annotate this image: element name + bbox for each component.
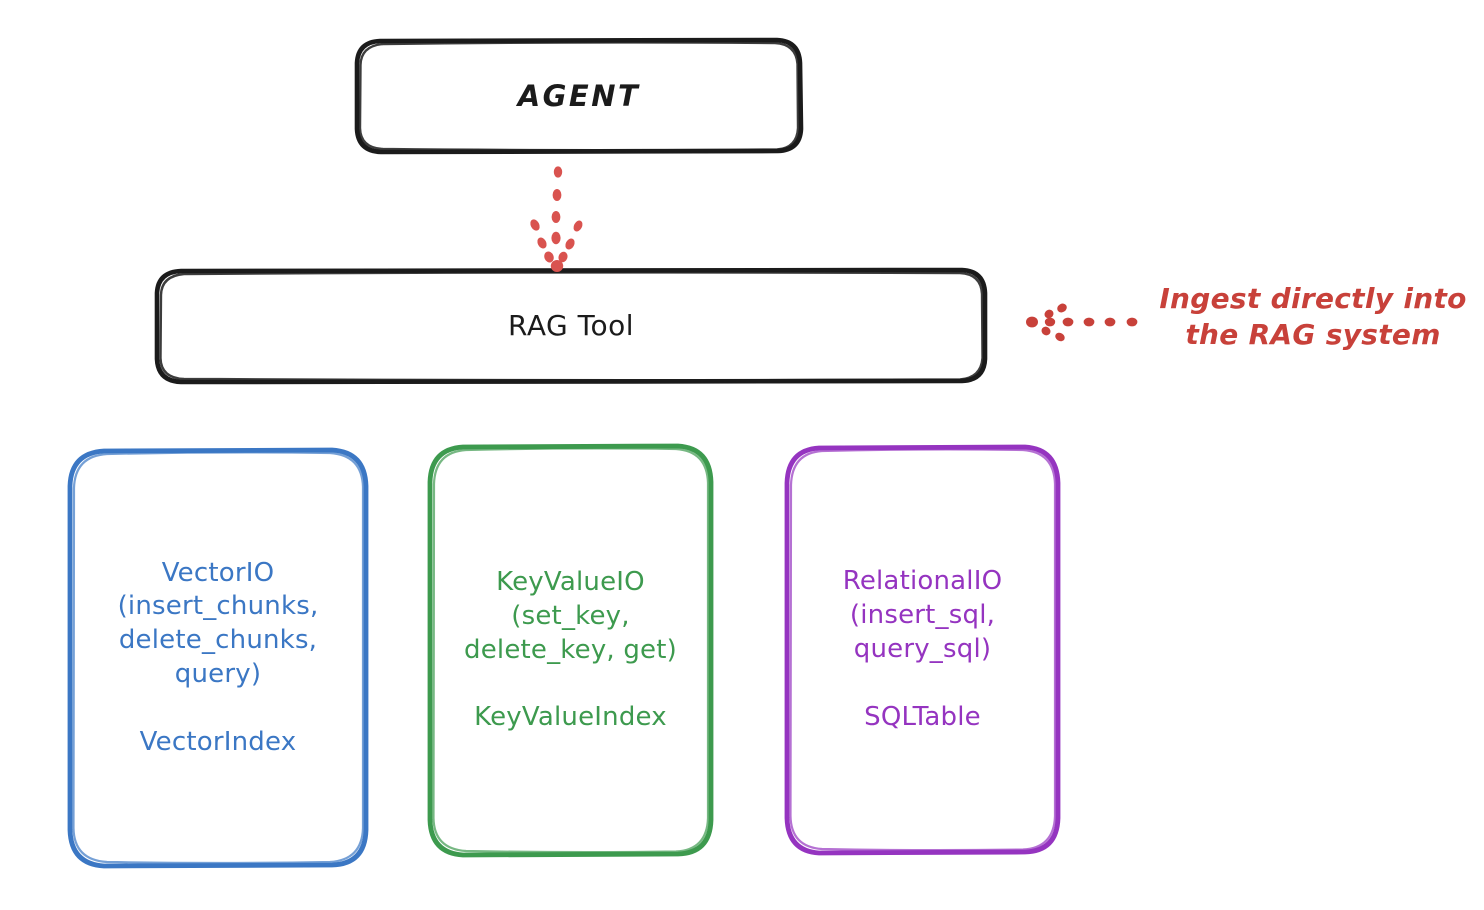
agent-label: AGENT — [517, 78, 641, 113]
vectorio-node[interactable]: VectorIO (insert_chunks, delete_chunks, … — [70, 450, 366, 866]
vectorio-box-outline — [67, 447, 369, 869]
relationalio-box-outline — [784, 444, 1061, 856]
relationalio-node[interactable]: RelationalIO (insert_sql, query_sql) SQL… — [787, 447, 1058, 853]
keyvalueio-index-label: KeyValueIndex — [474, 702, 667, 733]
vectorio-index-label: VectorIndex — [139, 726, 297, 757]
relationalio-api-label: RelationalIO (insert_sql, query_sql) — [842, 566, 1003, 664]
keyvalueio-api-label: KeyValueIO (set_key, delete_key, get) — [464, 566, 677, 665]
agent-to-ragtool-connector — [530, 166, 583, 272]
vectorio-api-label: VectorIO (insert_chunks, delete_chunks, … — [117, 557, 319, 689]
keyvalueio-node[interactable]: KeyValueIO (set_key, delete_key, get) Ke… — [430, 446, 711, 855]
rag-tool-label: RAG Tool — [508, 309, 634, 343]
relationalio-index-label: SQLTable — [864, 701, 981, 732]
rag-tool-node[interactable]: RAG Tool — [157, 270, 985, 382]
agent-box-outline — [354, 37, 804, 155]
ingest-to-ragtool-connector — [1026, 303, 1138, 342]
ingest-annotation-text: Ingest directly into the RAG system — [1159, 282, 1467, 352]
rag-tool-box-outline — [154, 267, 988, 385]
keyvalueio-box-outline — [427, 443, 714, 858]
agent-node[interactable]: AGENT — [357, 40, 801, 152]
